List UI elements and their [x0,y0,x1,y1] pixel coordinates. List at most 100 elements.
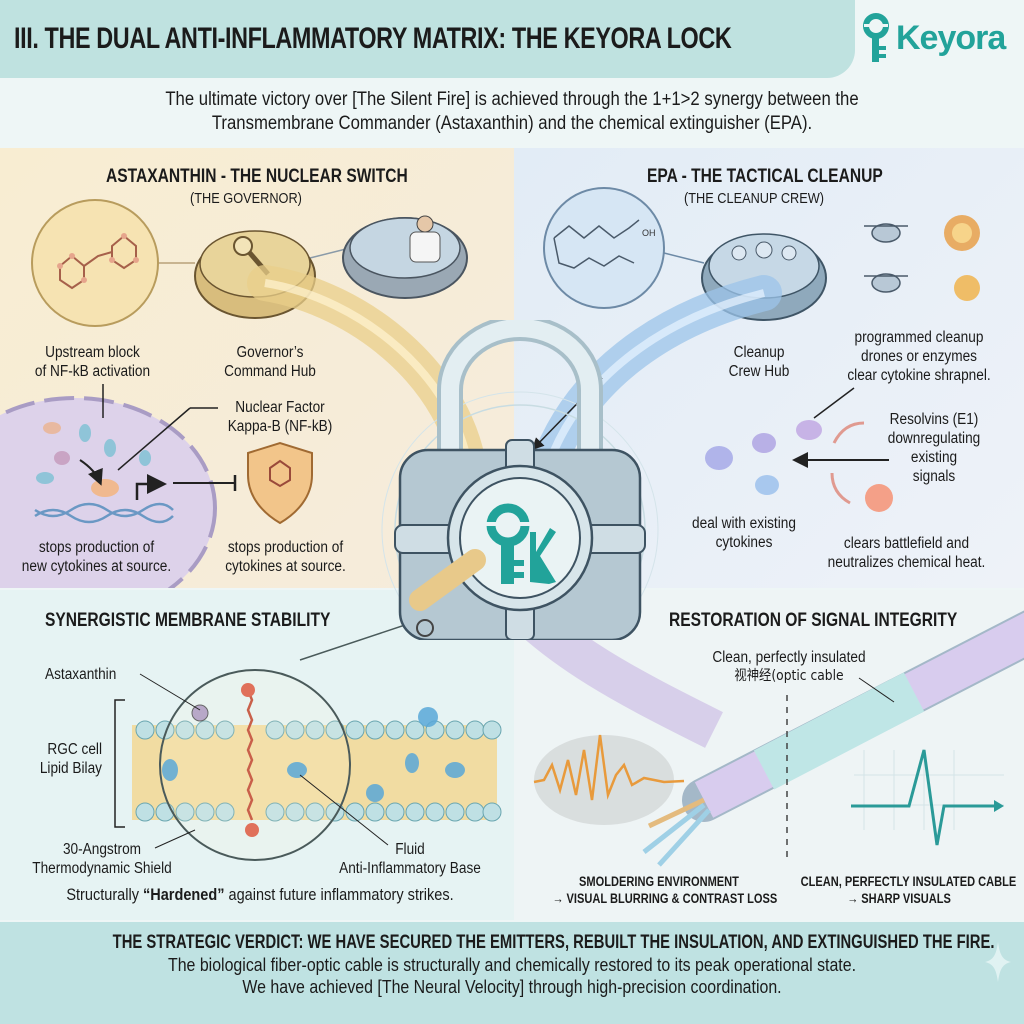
governor-person-icon [409,215,441,263]
nfkb-label-2: Kappa-B (NF-kB) [227,418,333,435]
smoldering-label: SMOLDERING ENVIRONMENT → VISUAL BLURRING… [552,873,778,907]
cable-label: Clean, perfectly insulated 视神经(optic cab… [701,648,877,686]
keyora-lock-icon [381,320,659,640]
deal-label-2: cytokines [715,534,773,551]
cable-label-1: Clean, perfectly insulated [712,649,866,666]
fluid-label-2: Anti-Inflammatory Base [339,860,481,877]
cleanup-hub-label-1: Cleanup [733,344,785,361]
resolvins-label-4: signals [912,468,956,485]
astaxanthin-subheading: (THE GOVERNOR) [190,190,302,207]
nfkb-label: Nuclear Factor Kappa-B (NF-kB) [223,398,337,436]
cytokine-icons [705,420,822,495]
astaxanthin-dot [191,704,209,722]
drones-label-3: clear cytokine shrapnel. [847,367,991,384]
brand-logo: Keyora [860,12,1006,64]
signal-panel: RESTORATION OF SIGNAL INTEGRITY Clean, p… [514,590,1024,920]
drone-icon [864,223,908,293]
stop-new-label-2: new cytokines at source. [21,558,172,575]
epa-heading: EPA - THE TACTICAL CLEANUP [647,166,883,187]
keyora-key-logo-icon [486,503,556,584]
resolvins-label-2: downregulating [887,430,981,447]
stop-new-label: stops production of new cytokines at sou… [15,538,178,576]
epa-illustration: OH [526,187,980,512]
signal-illustration [514,590,1024,867]
smoke-icon [534,735,674,825]
resolvins-label-1: Resolvins (E1) [889,411,979,428]
title-bar: III. THE DUAL ANTI-INFLAMMATORY MATRIX: … [0,0,855,78]
fluid-label-1: Fluid [395,841,425,858]
optic-cable-icon [642,610,1024,867]
clears-label: clears battlefield and neutralizes chemi… [816,534,996,572]
upstream-label-1: Upstream block [45,344,140,361]
noisy-signal-icon [533,734,685,801]
dna-icon [34,502,174,524]
drones-label: programmed cleanup drones or enzymes cle… [831,328,1007,385]
resolvin-icon [865,484,893,512]
cleanup-hub-label: Cleanup Crew Hub [715,343,803,381]
stop-new-label-1: stops production of [38,539,155,556]
deal-label-1: deal with existing [692,515,796,532]
caption-pre: Structurally [66,886,143,904]
membrane-caption: Structurally “Hardened” against future i… [49,886,471,905]
resolvins-label-3: existing [910,449,958,466]
cable-label-2: 视神经(optic cable [734,668,844,684]
verdict-line-1: The biological fiber-optic cable is stru… [167,954,856,975]
hub-label-1: Governor’s [236,344,304,361]
stop-label-2: cytokines at source. [225,558,346,575]
sparkle-icon [985,942,1011,982]
clean-cable-label-2: → SHARP VISUALS [847,891,951,906]
clean-signal-icon [851,749,994,846]
membrane-heading: SYNERGISTIC MEMBRANE STABILITY [45,610,331,631]
svg-text:OH: OH [642,228,656,238]
fluid-molecule-icons [162,707,465,802]
verdict-heading: THE STRATEGIC VERDICT: WE HAVE SECURED T… [112,932,995,953]
fluid-label: Fluid Anti-Inflammatory Base [335,840,485,878]
explosion-icon [944,215,980,301]
verdict-footer: THE STRATEGIC VERDICT: WE HAVE SECURED T… [0,922,1024,1024]
smoldering-label-1: SMOLDERING ENVIRONMENT [579,874,739,889]
clears-label-2: neutralizes chemical heat. [827,554,986,571]
caption-post: against future inflammatory strikes. [224,886,454,904]
shield-label: 30-Angstrom Thermodynamic Shield [32,840,173,878]
subtitle-line-2: Transmembrane Commander (Astaxanthin) an… [211,113,813,134]
clears-label-1: clears battlefield and [843,535,970,552]
shield-label-2: Thermodynamic Shield [32,860,172,877]
hub-label: Governor’s Command Hub [222,343,319,381]
shield-label-1: 30-Angstrom [62,841,142,858]
stop-label-1: stops production of [227,539,344,556]
smoldering-label-2: → VISUAL BLURRING & CONTRAST LOSS [552,891,778,906]
drones-label-1: programmed cleanup [854,329,984,346]
cleanup-crew-icon [731,241,797,261]
clean-cable-label: CLEAN, PERFECTLY INSULATED CABLE → SHARP… [800,873,1017,907]
magnifier-circle [159,669,351,861]
verdict-line-2: We have achieved [The Neural Velocity] t… [242,976,782,997]
brand-name: Keyora [896,18,1006,57]
stop-label: stops production of cytokines at source. [217,538,353,576]
astaxanthin-illustration [0,199,488,588]
astaxanthin-label: Astaxanthin [45,666,117,683]
nfkb-complex-icon [91,479,119,497]
membrane-panel: SYNERGISTIC MEMBRANE STABILITY [0,590,514,920]
cytokine-icons [36,422,151,484]
astaxanthin-transmembrane-icon [246,689,254,821]
subtitle: The ultimate victory over [The Silent Fi… [61,88,962,136]
shield-icon [247,441,313,525]
key-logo-icon [863,13,889,62]
rgc-label-1: RGC cell [47,741,102,758]
upstream-label-2: of NF-kB activation [34,363,151,380]
page-title: III. THE DUAL ANTI-INFLAMMATORY MATRIX: … [14,22,732,55]
epa-molecule-icon [553,219,640,269]
rgc-label: RGC cell Lipid Bilay [30,740,102,778]
caption-bold: “Hardened” [142,886,225,904]
subtitle-line-1: The ultimate victory over [The Silent Fi… [165,89,859,110]
drones-label-2: drones or enzymes [861,348,977,365]
resolvins-label: Resolvins (E1) downregulating existing s… [877,410,991,486]
hub-label-2: Command Hub [224,363,316,380]
signal-heading: RESTORATION OF SIGNAL INTEGRITY [669,610,958,631]
upstream-label: Upstream block of NF-kB activation [29,343,157,381]
membrane-illustration [114,619,502,861]
clean-cable-label-1: CLEAN, PERFECTLY INSULATED CABLE [800,874,1017,889]
nfkb-label-1: Nuclear Factor [235,399,325,416]
deal-label: deal with existing cytokines [682,514,805,552]
cleanup-hub-label-2: Crew Hub [728,363,790,380]
